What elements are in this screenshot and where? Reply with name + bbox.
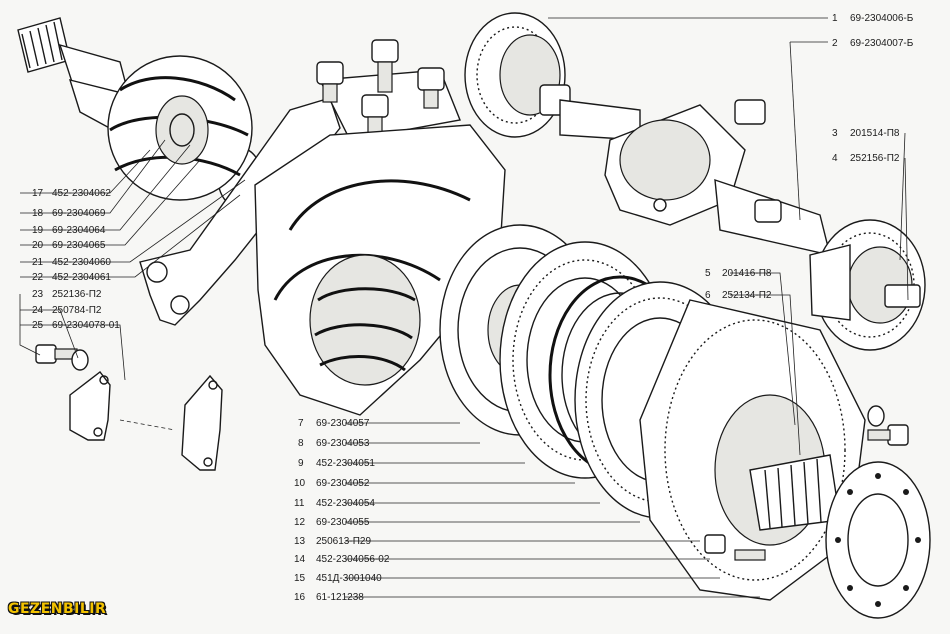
callout-23-num: 23 <box>32 289 44 300</box>
callout-12-num: 12 <box>294 517 306 528</box>
hub-gasket <box>825 461 931 619</box>
callout-9-part: 452-2304051 <box>316 458 375 469</box>
callout-19-num: 19 <box>32 225 44 236</box>
callout-24-part: 250784-П2 <box>52 305 102 316</box>
bolt-3 <box>867 405 909 446</box>
watermark-logo: GEZENBILIR <box>8 601 107 617</box>
bolt-23 <box>35 344 89 371</box>
callout-2-num: 2 <box>832 38 838 49</box>
callout-5-num: 5 <box>705 268 711 279</box>
axle-tube <box>559 99 831 256</box>
callout-21-part: 452-2304060 <box>52 257 111 268</box>
stud-15 <box>704 534 766 561</box>
callout-1-part: 69-2304006-Б <box>850 13 914 24</box>
callout-14-part: 452-2304056-02 <box>316 554 390 565</box>
callout-labels: 1 69-2304006-Б 2 69-2304007-Б 3 201514-П… <box>32 13 914 603</box>
callout-16-part: 61-121238 <box>316 592 364 603</box>
brake-drum-right <box>809 219 926 351</box>
callout-2-part: 69-2304007-Б <box>850 38 914 49</box>
callout-8-num: 8 <box>298 438 304 449</box>
callout-11-num: 11 <box>294 498 305 509</box>
kingpin-cap <box>316 39 461 141</box>
callout-21-num: 21 <box>32 257 44 268</box>
wheel-hub-outer <box>639 299 866 601</box>
callout-25-part: 69-2304078-01 <box>52 320 120 331</box>
leader-lines <box>19 17 909 598</box>
callout-4-part: 252156-П2 <box>850 153 900 164</box>
knuckle-housing <box>254 124 506 416</box>
callout-23-part: 252136-П2 <box>52 289 102 300</box>
callout-20-part: 69-2304065 <box>52 240 106 251</box>
callout-6-part: 252134-П2 <box>722 290 772 301</box>
callout-18-part: 69-2304069 <box>52 208 106 219</box>
callout-15-num: 15 <box>294 573 306 584</box>
callout-17-part: 452-2304062 <box>52 188 111 199</box>
callout-10-num: 10 <box>294 478 306 489</box>
brake-drum-left <box>464 12 571 138</box>
callout-1-num: 1 <box>832 13 838 24</box>
callout-6-num: 6 <box>705 290 711 301</box>
callout-17-num: 17 <box>32 188 44 199</box>
callout-4-num: 4 <box>832 153 838 164</box>
callout-13-part: 250613-П29 <box>316 536 371 547</box>
callout-11-part: 452-2304054 <box>316 498 375 509</box>
callout-19-part: 69-2304064 <box>52 225 106 236</box>
callout-14-num: 14 <box>294 554 306 565</box>
callout-3-part: 201514-П8 <box>850 128 900 139</box>
callout-7-part: 69-2304057 <box>316 418 370 429</box>
lock-plate-right <box>181 374 223 471</box>
callout-3-num: 3 <box>832 128 838 139</box>
callout-13-num: 13 <box>294 536 306 547</box>
cv-joint <box>107 55 253 201</box>
callout-16-num: 16 <box>294 592 306 603</box>
lock-plate-left <box>69 371 111 441</box>
callout-5-part: 201416-П8 <box>722 268 772 279</box>
callout-22-part: 452-2304061 <box>52 272 111 283</box>
callout-8-part: 69-2304053 <box>316 438 370 449</box>
callout-25-num: 25 <box>32 320 44 331</box>
callout-20-num: 20 <box>32 240 44 251</box>
callout-24-num: 24 <box>32 305 44 316</box>
callout-10-part: 69-2304052 <box>316 478 370 489</box>
callout-22-num: 22 <box>32 272 44 283</box>
callout-15-part: 451Д-3001040 <box>316 573 382 584</box>
callout-12-part: 69-2304055 <box>316 517 370 528</box>
knuckle-arm <box>139 97 341 326</box>
callout-7-num: 7 <box>298 418 304 429</box>
callout-18-num: 18 <box>32 208 44 219</box>
callout-9-num: 9 <box>298 458 304 469</box>
